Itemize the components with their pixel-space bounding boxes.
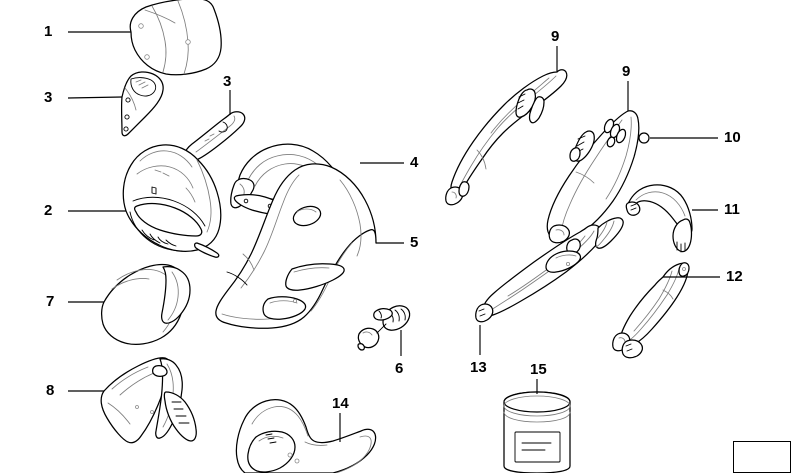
callout-label-9a[interactable]: 9 [551,28,560,45]
callout-label-4[interactable]: 4 [410,154,419,171]
callout-label-5[interactable]: 5 [410,234,419,251]
part-2-front-headlight-fairing [122,144,222,258]
callout-label-13[interactable]: 13 [470,359,487,376]
part-1-windshield-screen [129,0,222,76]
callout-label-1[interactable]: 1 [44,23,53,40]
part-3b-fairing-bracket-right [184,111,246,162]
callout-label-3b[interactable]: 3 [223,73,232,90]
part-3a-fairing-bracket-left [120,71,164,137]
callout-label-12[interactable]: 12 [726,268,743,285]
part-13-side-rail-left [475,217,624,323]
part-11-rear-arch-cover [625,184,693,253]
part-9a-side-trim-strip-left [445,69,568,206]
callout-label-8[interactable]: 8 [46,382,55,399]
part-15-paint-touch-up-can [503,391,571,473]
part-9b-side-panel-right [546,110,640,244]
part-6-fastener-clip-set [357,305,411,351]
callout-label-7[interactable]: 7 [46,293,55,310]
parts-catalog-logo [733,441,791,473]
callout-label-14[interactable]: 14 [332,395,349,412]
part-12-side-rail-right [612,262,690,359]
callout-label-6[interactable]: 6 [395,360,404,377]
callout-label-11[interactable]: 11 [724,201,740,218]
part-8-rear-mudguard [100,357,197,444]
part-7-front-fender [101,263,191,345]
callout-label-2[interactable]: 2 [44,202,53,219]
callout-label-9b[interactable]: 9 [622,63,631,80]
part-14-footboard-floor-panel [235,399,377,473]
callout-label-10[interactable]: 10 [724,129,741,146]
callout-label-15[interactable]: 15 [530,361,547,378]
callout-leader-lines [67,31,720,442]
part-10-grommet-ring [638,132,650,144]
callout-label-3a[interactable]: 3 [44,89,53,106]
part-5-center-body-panel [215,163,377,329]
